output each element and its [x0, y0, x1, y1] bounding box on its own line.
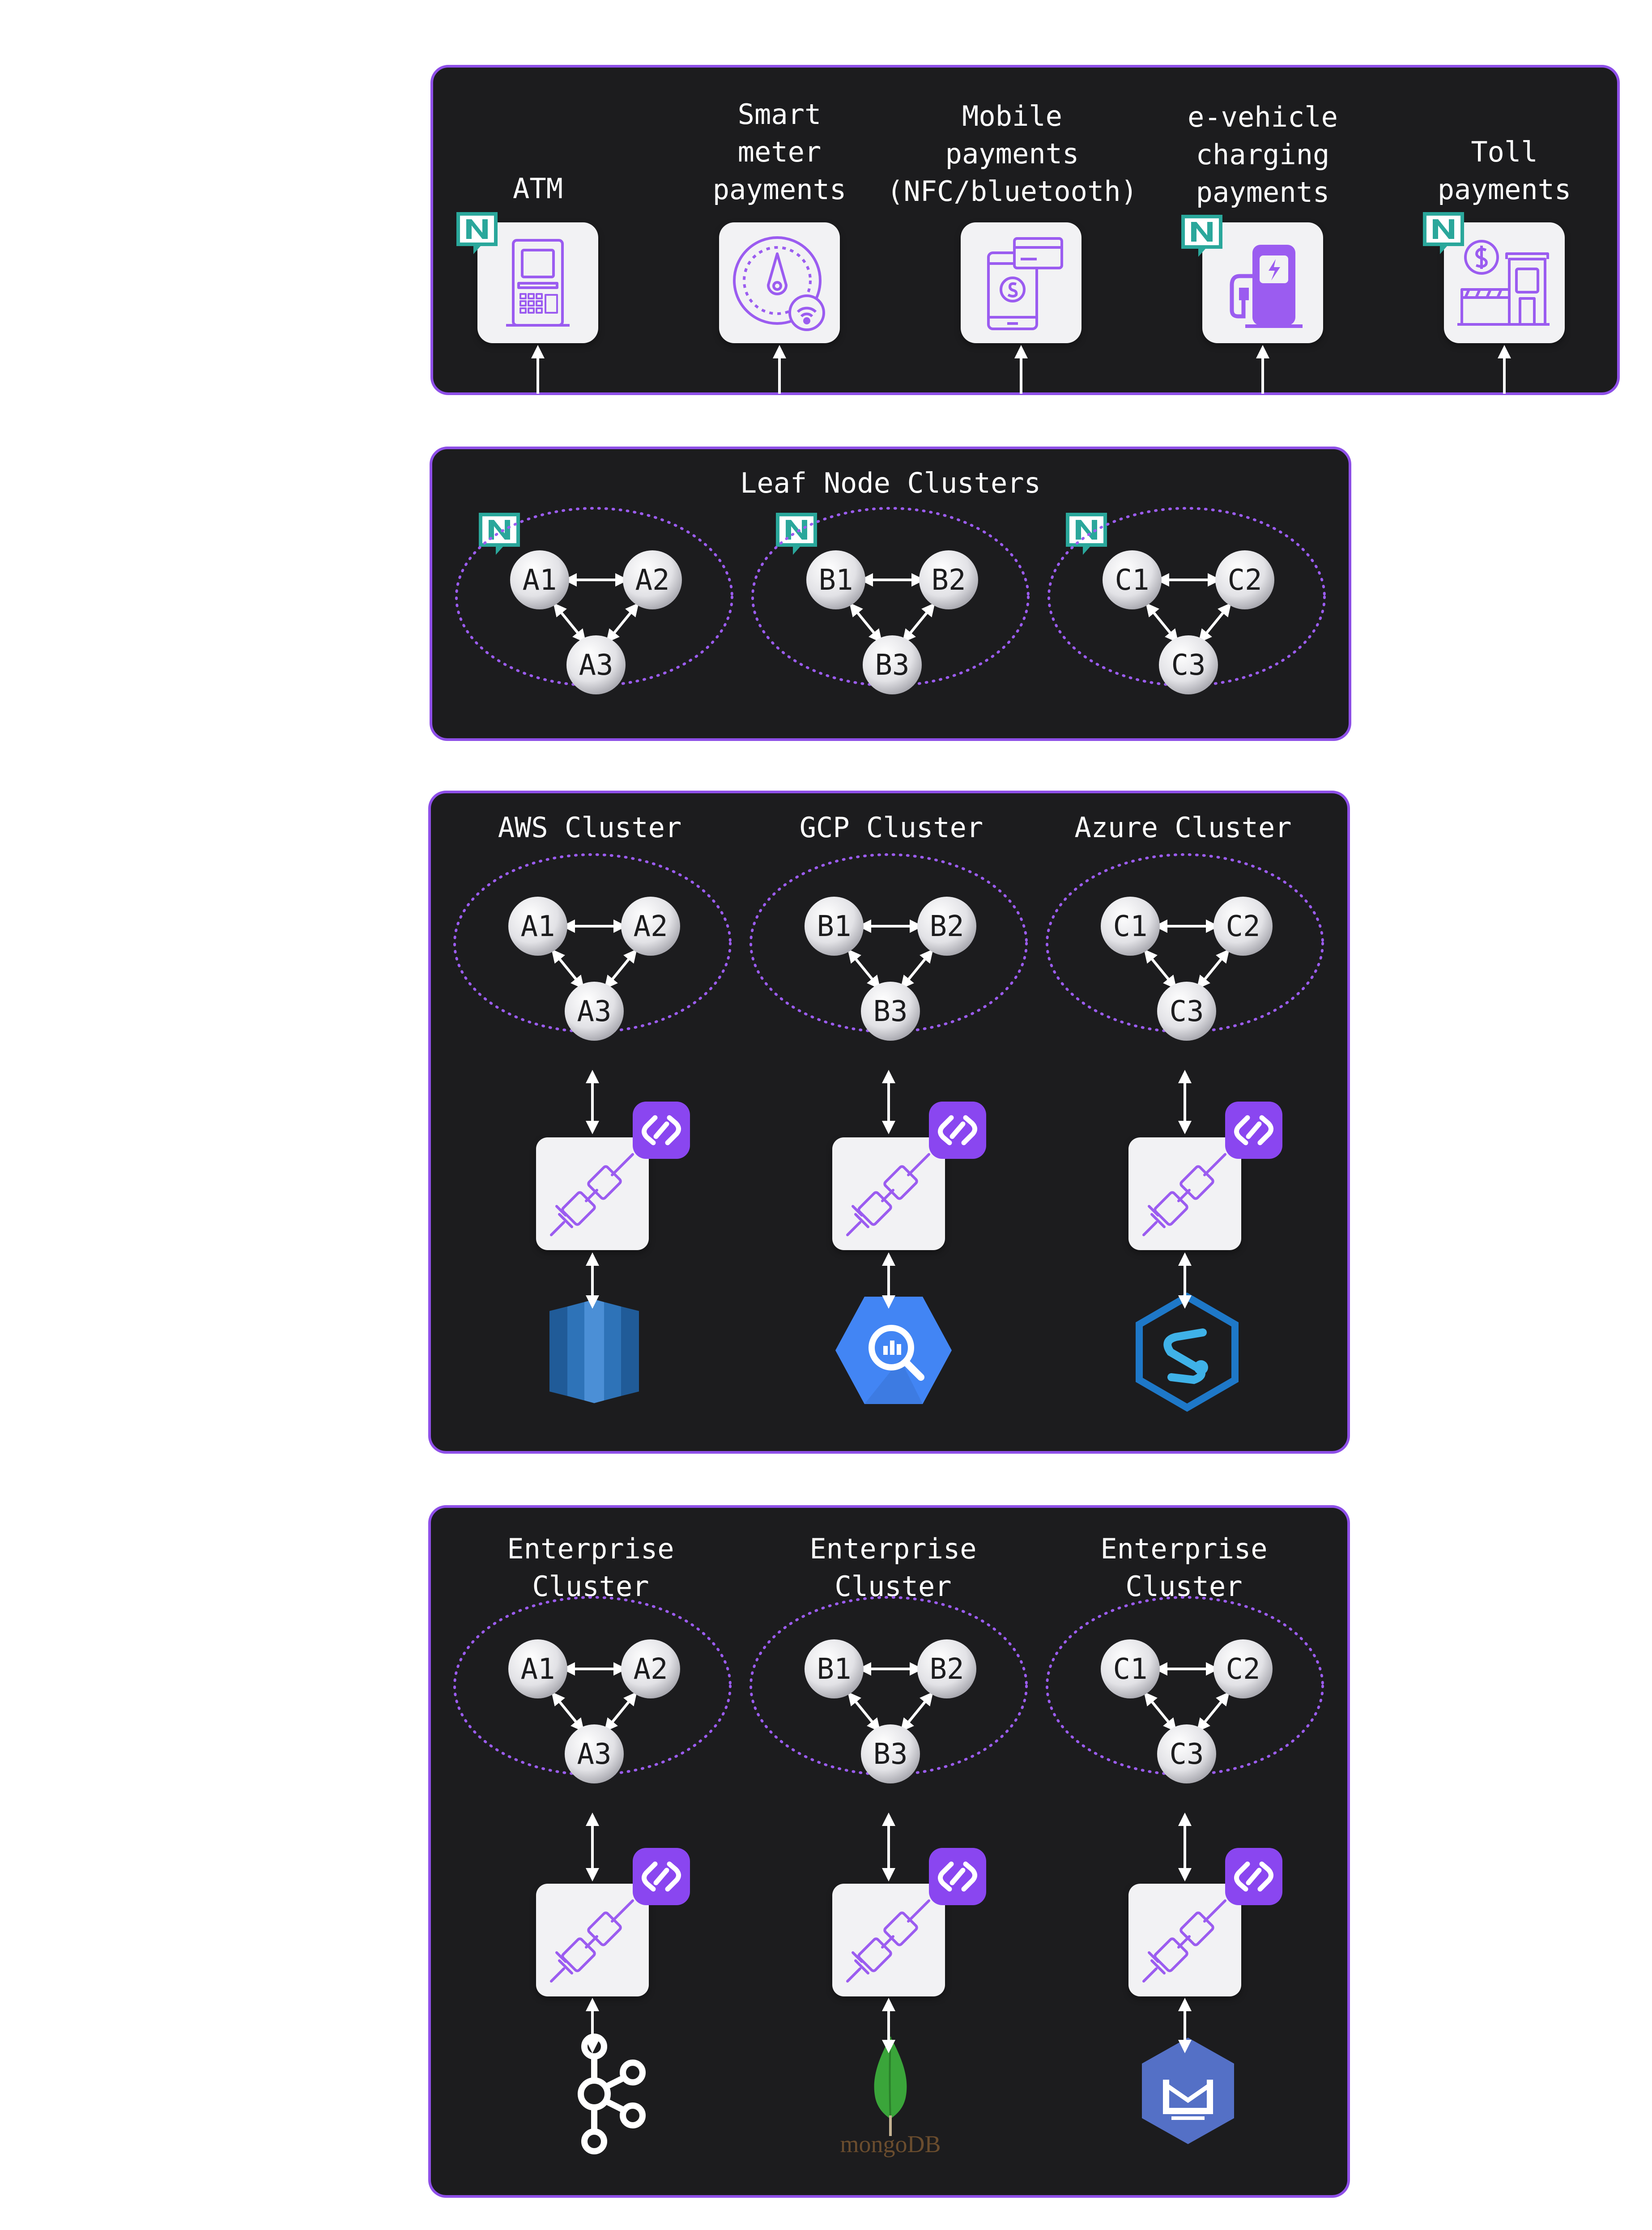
meter-gauge-icon — [733, 236, 825, 331]
plug-connector-icon — [846, 1899, 930, 1983]
azure-cluster-title: Azure Cluster — [1074, 811, 1292, 844]
synadia-badge-icon — [633, 1102, 690, 1159]
nats-badge-icon — [1423, 212, 1464, 254]
smart-meter-card[interactable] — [719, 222, 840, 343]
atm-label: ATM — [513, 172, 563, 205]
mobile-payments-card[interactable] — [961, 222, 1081, 343]
kafka-icon — [578, 2034, 646, 2154]
toll-label: Toll payments — [1437, 136, 1571, 206]
nats-badge-icon — [1181, 215, 1222, 257]
enterprise-0-connector-card[interactable] — [536, 1884, 649, 1996]
plug-connector-icon — [550, 1153, 634, 1236]
synadia-badge-icon — [633, 1848, 690, 1905]
mongodb-label: mongoDB — [840, 2131, 941, 2158]
enterprise-2-connector-card[interactable] — [1128, 1884, 1241, 1996]
leaf-node-clusters-title: Leaf Node Clusters — [740, 467, 1041, 499]
cloud-2-connector-card[interactable] — [1128, 1137, 1241, 1250]
synadia-badge-icon — [1225, 1848, 1282, 1905]
plug-connector-icon — [846, 1153, 930, 1236]
cloud-0-connector-card[interactable] — [536, 1137, 649, 1250]
enterprise-cluster-a-title: Enterprise Cluster — [507, 1532, 674, 1603]
ev-charger-icon — [1230, 245, 1303, 328]
bigquery-icon — [835, 1297, 952, 1404]
mongodb-leaf-icon — [874, 2036, 907, 2136]
queue-service-icon — [1142, 2038, 1234, 2144]
toll-booth-icon — [1457, 240, 1550, 326]
smart-meter-label: Smart meter payments — [712, 98, 847, 206]
ev-charging-label: e-vehicle charging payments — [1188, 101, 1338, 209]
nats-badge-icon — [776, 513, 817, 555]
synadia-badge-icon — [929, 1848, 986, 1905]
aws-cluster-title: AWS Cluster — [498, 811, 682, 844]
enterprise-cluster-c-title: Enterprise Cluster — [1100, 1532, 1268, 1603]
synapse-icon — [1136, 1292, 1239, 1412]
nats-badge-icon — [1066, 513, 1107, 555]
mobile-payments-label: Mobile payments (NFC/bluetooth) — [887, 100, 1137, 208]
gcp-cluster-title: GCP Cluster — [799, 811, 984, 844]
redshift-icon — [549, 1299, 639, 1403]
plug-connector-icon — [1142, 1899, 1226, 1983]
mobile-payment-icon — [987, 237, 1063, 330]
atm-icon — [506, 239, 570, 327]
synadia-badge-icon — [1225, 1102, 1282, 1159]
enterprise-cluster-b-title: Enterprise Cluster — [809, 1532, 977, 1603]
nats-badge-icon — [456, 212, 498, 254]
plug-connector-icon — [550, 1899, 634, 1983]
enterprise-1-connector-card[interactable] — [832, 1884, 945, 1996]
plug-connector-icon — [1142, 1153, 1226, 1236]
cloud-1-connector-card[interactable] — [832, 1137, 945, 1250]
nats-badge-icon — [479, 513, 520, 555]
synadia-badge-icon — [929, 1102, 986, 1159]
